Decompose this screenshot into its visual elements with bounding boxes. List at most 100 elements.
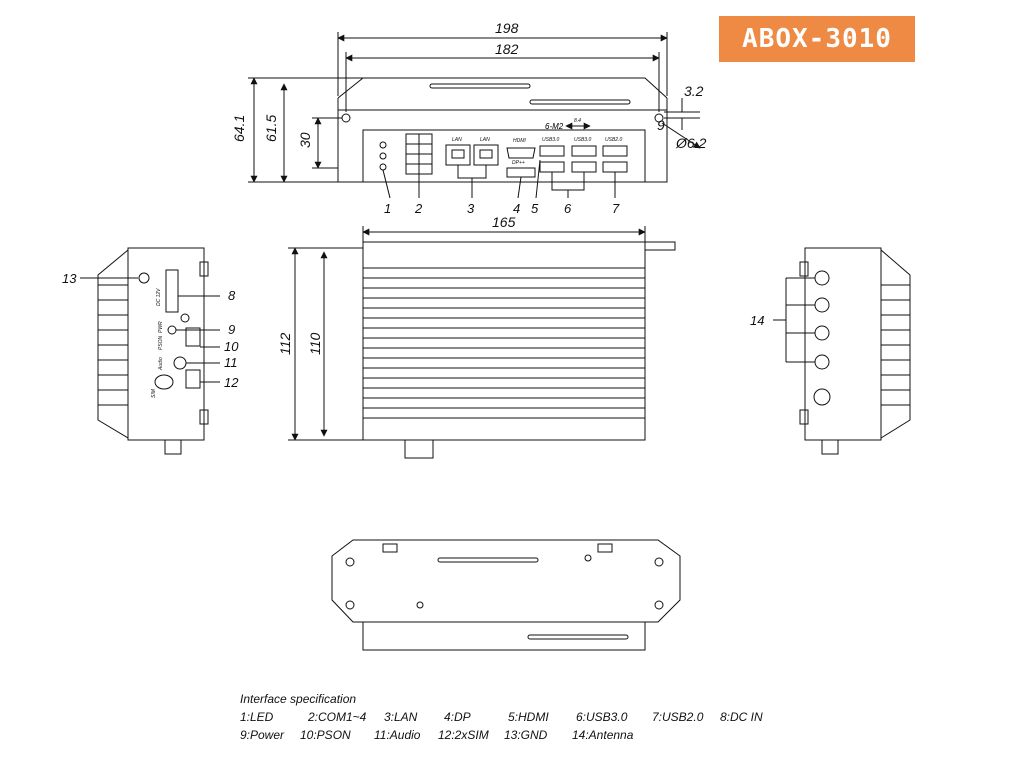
dim-overall-width-label: 198: [495, 20, 519, 36]
pson-switch: [185, 327, 201, 347]
callout-4: 4: [513, 201, 520, 216]
left-side-view: [80, 247, 220, 455]
usb2-port: [602, 145, 628, 157]
callout-9: 9: [228, 322, 235, 337]
dc-label: DC 12V: [156, 288, 162, 306]
pwr-label: PWR: [158, 321, 164, 333]
dim-side-height-label: 112: [277, 332, 293, 355]
spec-item: 14:Antenna: [572, 728, 634, 742]
callout-7: 7: [612, 201, 620, 216]
dim-inner-width-label: 182: [495, 41, 519, 57]
callout-11: 11: [224, 355, 238, 370]
mount-hole-right: [654, 113, 664, 123]
mount-hole: [654, 600, 664, 610]
spec-item: 12:2xSIM: [438, 728, 489, 742]
led-icon: [379, 163, 387, 171]
callout-3: 3: [467, 201, 475, 216]
hdmi-port: [506, 147, 536, 159]
antenna-hole: [814, 270, 830, 286]
flange-slot: [529, 99, 631, 105]
spec-item: 10:PSON: [300, 728, 351, 742]
dp-port: [506, 167, 536, 178]
sim-slot: [185, 369, 201, 389]
spec-item: 9:Power: [240, 728, 285, 742]
right-side-view: [773, 247, 911, 455]
led-icon: [379, 141, 387, 149]
mount-hole: [345, 600, 355, 610]
spec-item: 1:LED: [240, 710, 274, 724]
usb2-label: USB2.0: [605, 137, 622, 143]
antenna-hole: [814, 297, 830, 313]
dim-hole-label: Ø6.2: [675, 135, 707, 151]
spec-title: Interface specification: [240, 692, 357, 706]
callout-12: 12: [224, 375, 239, 390]
usb2-port: [602, 161, 628, 173]
left-fins: [97, 249, 129, 439]
hdmi-label: HDMI: [513, 138, 526, 144]
spec-item: 4:DP: [444, 710, 471, 724]
spare-hole: [813, 388, 831, 406]
dim-side-inner-label: 110: [307, 332, 323, 355]
sim-label: SIM: [151, 388, 157, 398]
spec-item: 13:GND: [504, 728, 548, 742]
right-foot: [821, 439, 839, 455]
top-flange: [337, 77, 668, 99]
top-view: [288, 226, 676, 459]
callout-10: 10: [224, 339, 239, 354]
spec-item: 3:LAN: [384, 710, 418, 724]
dim-depth-label: 165: [492, 214, 516, 230]
bottom-chassis: [362, 621, 646, 651]
left-foot: [164, 439, 182, 455]
lan-port-1: [445, 144, 471, 166]
top-chassis: [362, 241, 646, 441]
front-view: [248, 32, 701, 199]
dc-connector: [165, 269, 179, 313]
callout-2: 2: [414, 201, 423, 216]
audio-jack: [173, 356, 187, 370]
dim-hole-leader: [661, 122, 701, 149]
usb3a-label: USB3.0: [542, 137, 559, 143]
mount-hole: [345, 557, 355, 567]
callout-14: 14: [750, 313, 764, 328]
lan1-label: LAN: [452, 137, 462, 143]
front-chassis: [362, 129, 646, 183]
right-fins: [880, 249, 911, 439]
dim-height-total-label: 64.1: [231, 115, 247, 142]
usb3-port: [571, 145, 597, 157]
audio-label: Audio: [158, 357, 164, 371]
model-name: ABOX-3010: [742, 24, 892, 54]
spec-item: 6:USB3.0: [576, 710, 628, 724]
spec-item: 2:COM1~4: [308, 710, 367, 724]
gnd-symbol-icon: [180, 313, 190, 323]
gnd-screw: [138, 272, 150, 284]
usb3b-label: USB3.0: [574, 137, 591, 143]
antenna-hole: [814, 325, 830, 341]
led-icon: [379, 152, 387, 160]
spec-item: 11:Audio: [374, 728, 421, 742]
spec-item: 7:USB2.0: [652, 710, 704, 724]
left-flange: [337, 98, 363, 183]
usb3-port: [539, 145, 565, 157]
power-button: [167, 325, 177, 335]
dp-label: DP++: [512, 160, 525, 166]
usb3-port: [539, 161, 565, 173]
top-foot: [404, 439, 434, 459]
antenna-hole: [814, 354, 830, 370]
flange-slot: [429, 83, 531, 89]
mount-hole: [654, 557, 664, 567]
slot-width-label: 8.4: [574, 118, 581, 124]
right-flange: [645, 98, 668, 183]
usb3-port: [571, 161, 597, 173]
dim-top-offset-label: 3.2: [684, 83, 704, 99]
lan-port-2: [473, 144, 499, 166]
pson-label: PSON: [158, 335, 164, 350]
model-badge: ABOX-3010: [719, 16, 915, 62]
dim-height-inner-label: 61.5: [263, 115, 279, 142]
mount-hole-left: [341, 113, 351, 123]
spec-item: 8:DC IN: [720, 710, 763, 724]
m2-label: 6-M2: [545, 122, 564, 131]
bottom-view: [331, 539, 681, 651]
lan2-label: LAN: [480, 137, 490, 143]
